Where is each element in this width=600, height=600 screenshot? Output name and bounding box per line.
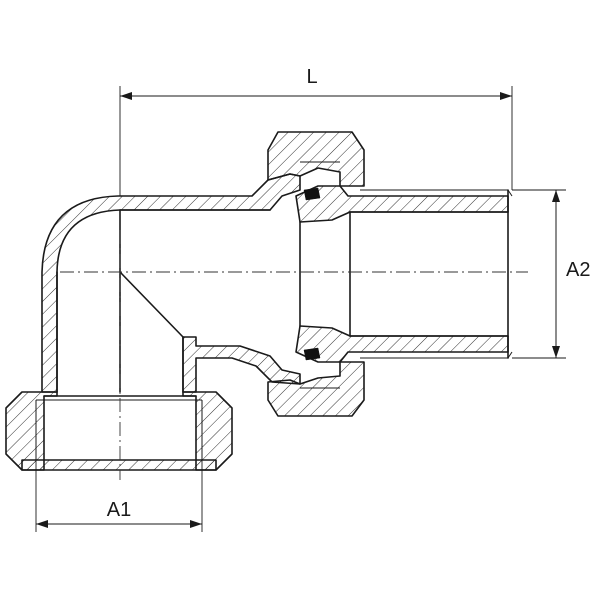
seal-rings [303, 187, 321, 361]
dim-a2-arrow-top [552, 190, 560, 202]
dim-a2-arrow-bottom [552, 346, 560, 358]
dim-a1-arrow-right [190, 520, 202, 528]
dim-l-label: L [306, 66, 317, 88]
dim-a1-arrow-left [36, 520, 48, 528]
dimension-a1: A1 [35, 460, 203, 532]
elbow-body [41, 173, 301, 393]
dimension-length: L [119, 66, 513, 196]
dim-l-arrow-right [500, 92, 512, 100]
bottom-hex-nut [5, 391, 233, 471]
dim-a1-label: A1 [107, 499, 131, 521]
union-nut-top-section [267, 131, 365, 187]
union-nut-bottom-section [267, 361, 365, 417]
bottom-nut-left-section [5, 391, 58, 471]
seal-ring-bottom [303, 347, 321, 361]
tailpiece [295, 185, 513, 363]
bottom-nut-right-section [182, 391, 233, 471]
dim-a2-label: A2 [566, 259, 590, 281]
bore-diagonal [119, 271, 184, 338]
dimension-a2: A2 [512, 189, 590, 359]
bottom-nut-base-ring [21, 459, 217, 471]
elbow-outer-wall [41, 173, 301, 393]
union-nut [267, 131, 365, 417]
tail-chamfer-top [507, 189, 513, 197]
center-lines [60, 230, 528, 480]
dim-l-arrow-left [120, 92, 132, 100]
elbow-bore [56, 209, 271, 393]
tailpiece-top-wall [295, 185, 509, 223]
seal-ring-top [303, 187, 321, 201]
tail-chamfer-bottom [507, 351, 513, 359]
tailpiece-bottom-wall [295, 325, 509, 363]
